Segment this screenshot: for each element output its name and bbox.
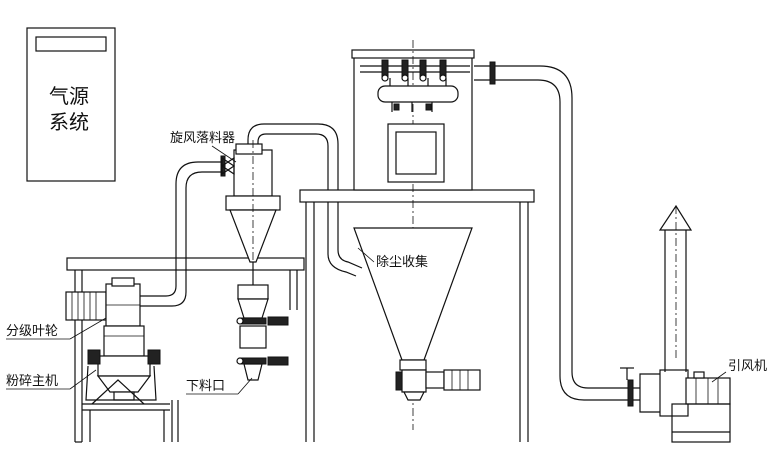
induced-draft-fan: [639, 204, 731, 443]
cyclone-separator: [220, 123, 363, 381]
gas-source-label-2: 系统: [49, 110, 89, 134]
annotations: 旋风落料器 除尘收集 分级叶轮 粉碎主机 下料口 引风机: [6, 131, 767, 395]
gas-source-label-1: 气源: [49, 84, 89, 108]
pipe-mill-to-cyclone: [140, 155, 226, 307]
dust-collector: [299, 40, 535, 442]
label-main-mill: 粉碎主机: [6, 374, 58, 389]
gas-source-cabinet: 气源 系统: [26, 27, 116, 182]
label-induced-fan: 引风机: [728, 359, 767, 374]
label-classifier-wheel: 分级叶轮: [6, 324, 58, 339]
pipe-collector-to-fan: [474, 61, 640, 407]
label-dust-collector: 除尘收集: [376, 254, 428, 270]
label-discharge: 下料口: [186, 379, 225, 394]
jet-mill: [65, 277, 179, 442]
label-cyclone: 旋风落料器: [170, 131, 235, 146]
